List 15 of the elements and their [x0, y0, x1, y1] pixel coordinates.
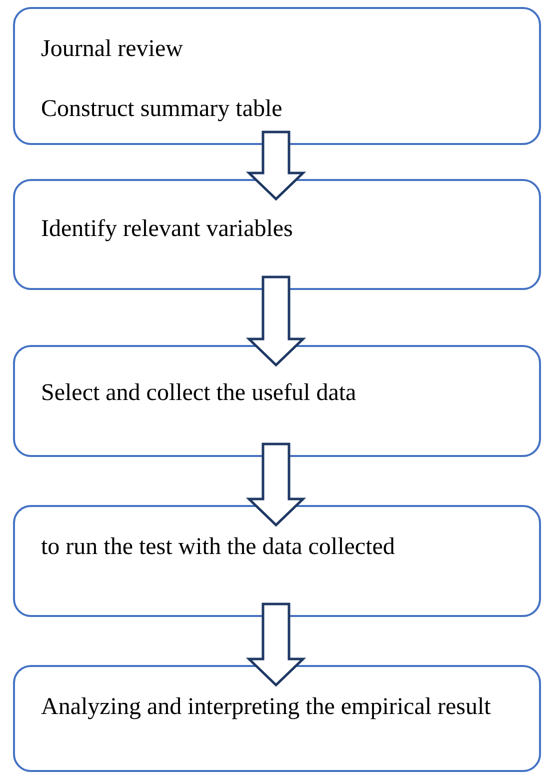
block-arrow	[246, 130, 306, 201]
step-text: Analyzing and interpreting the empirical result	[41, 693, 492, 722]
process-box	[13, 665, 541, 772]
process-box	[13, 345, 541, 457]
block-arrow	[246, 442, 306, 527]
process-box	[13, 505, 541, 617]
step-text: Identify relevant variables	[41, 215, 294, 244]
process-box	[13, 7, 541, 145]
process-box	[13, 179, 541, 290]
block-arrow	[246, 276, 306, 367]
step-text: Select and collect the useful data	[41, 379, 358, 408]
step-text: Journal review	[41, 35, 184, 64]
step-text: to run the test with the data collected	[41, 533, 396, 562]
step-text: Construct summary table	[41, 95, 284, 124]
block-arrow	[246, 602, 306, 687]
